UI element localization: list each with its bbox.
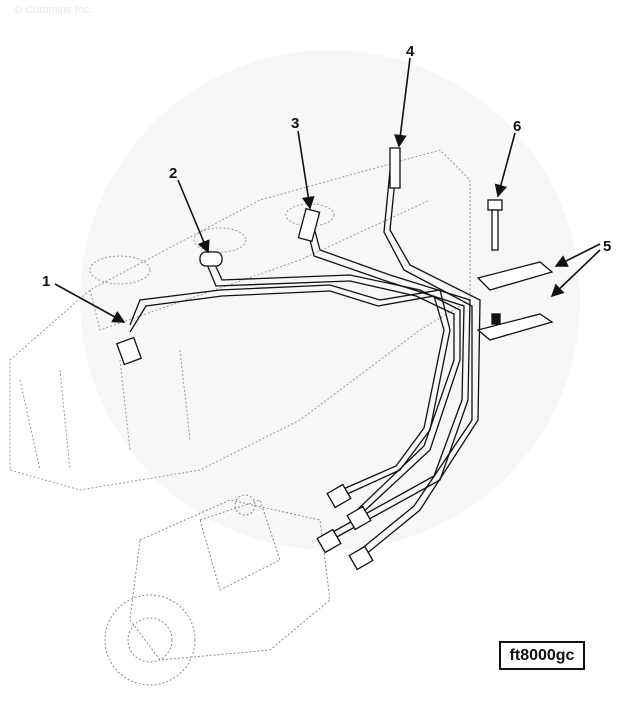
callout-3: 3 bbox=[291, 115, 299, 132]
callout-4: 4 bbox=[406, 43, 415, 60]
callout-2: 2 bbox=[169, 165, 177, 182]
callout-5: 5 bbox=[603, 238, 611, 255]
pipe-fittings bbox=[115, 147, 401, 571]
injection-pump-outline bbox=[104, 494, 331, 686]
fuel-pipes bbox=[129, 149, 481, 556]
background-watermark bbox=[80, 50, 580, 550]
callout-1: 1 bbox=[42, 273, 50, 290]
copyright-watermark: © Cummins Inc. bbox=[14, 4, 93, 16]
pipe-clamp bbox=[476, 261, 554, 341]
figure-id-label: ft8000gc bbox=[499, 641, 585, 670]
clamp-bolt bbox=[487, 199, 503, 251]
callout-leaders bbox=[54, 57, 601, 323]
callout-6: 6 bbox=[513, 118, 521, 135]
